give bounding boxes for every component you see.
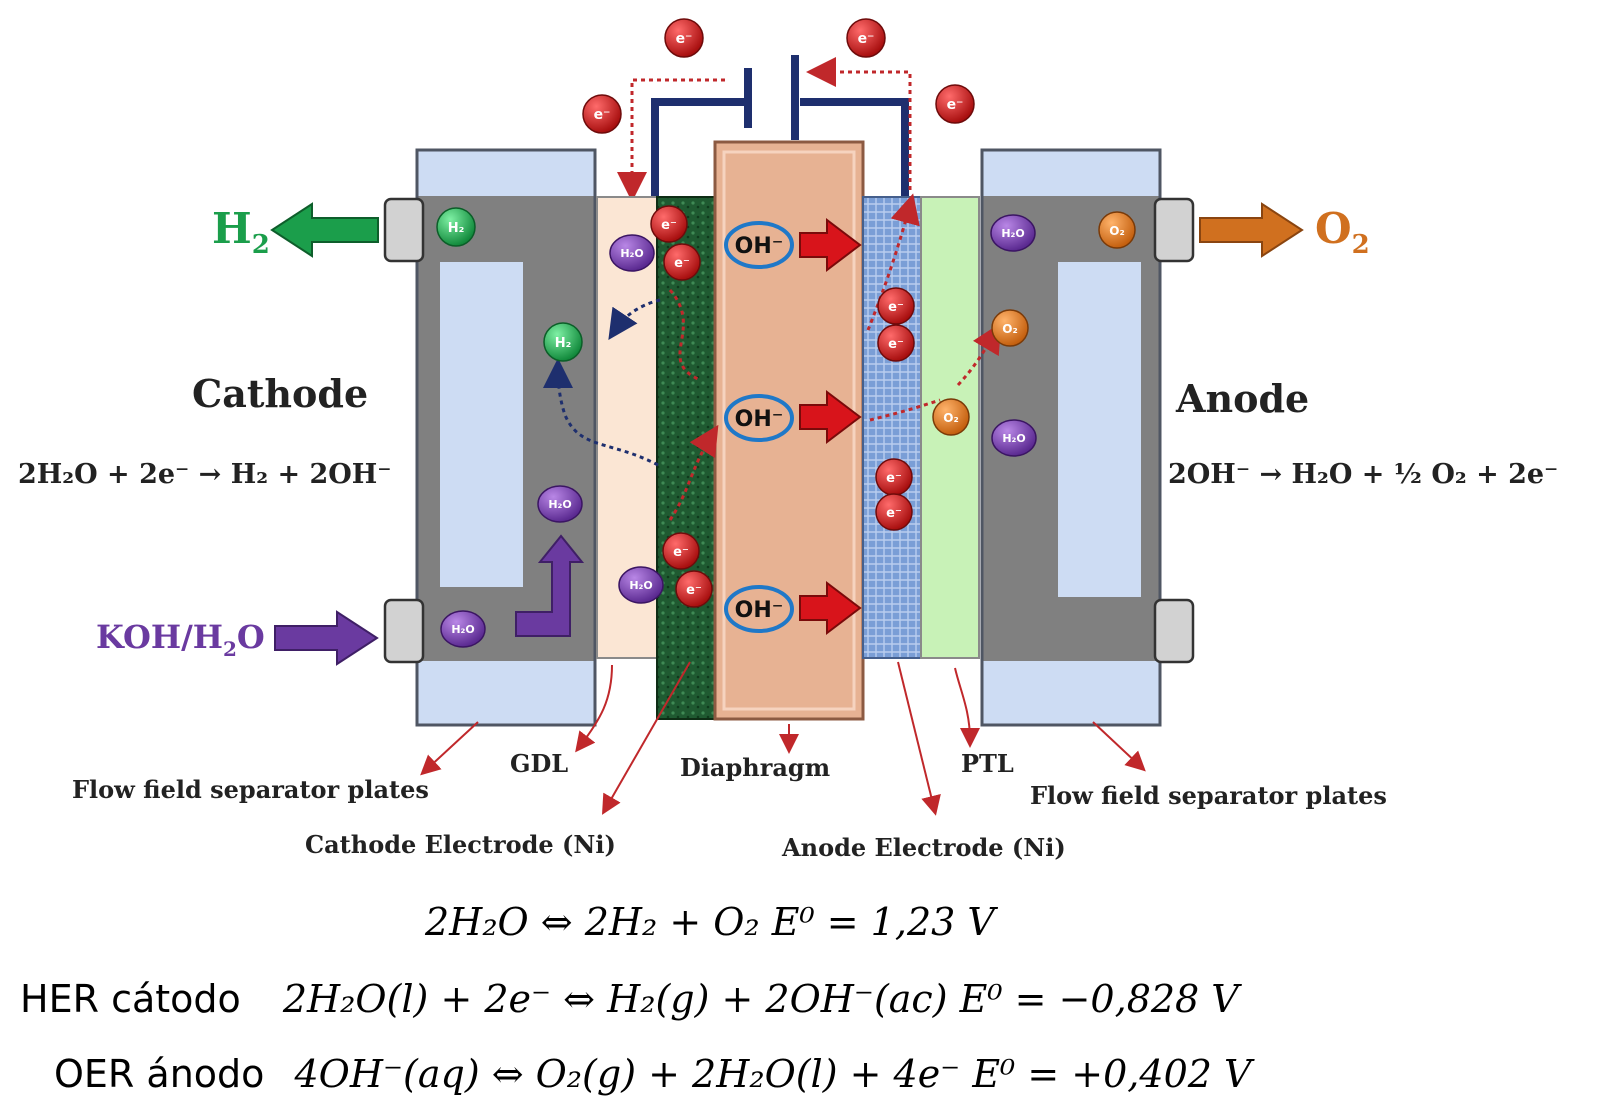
power-circuit	[651, 55, 909, 200]
hydrogen-molecule: H₂	[436, 207, 476, 247]
o2-outlet-arrow	[1199, 202, 1304, 258]
svg-text:OH⁻: OH⁻	[735, 234, 784, 259]
electron-particle: e⁻	[875, 458, 913, 496]
svg-text:e⁻: e⁻	[888, 337, 904, 352]
electron-particle: e⁻	[675, 570, 713, 608]
svg-text:H₂O: H₂O	[1001, 227, 1024, 240]
electron-particle: e⁻	[663, 243, 701, 281]
hydroxide-transport-arrows	[799, 217, 862, 636]
flow-plates-left-label: Flow field separator plates	[72, 775, 429, 804]
hydroxide-ion: OH⁻	[724, 394, 794, 442]
svg-text:H₂O: H₂O	[1002, 432, 1025, 445]
oer-tag: OER ánodo	[54, 1052, 265, 1096]
svg-text:e⁻: e⁻	[676, 31, 693, 47]
electron-particle: e⁻	[875, 493, 913, 531]
water-molecule: H₂O	[537, 485, 583, 523]
water-molecule: H₂O	[990, 214, 1036, 252]
leader-lines	[420, 661, 1146, 816]
svg-text:O₂: O₂	[1002, 322, 1017, 336]
svg-text:O₂: O₂	[1109, 224, 1124, 238]
svg-text:e⁻: e⁻	[886, 471, 902, 486]
cathode-electrode-label: Cathode Electrode (Ni)	[305, 830, 616, 859]
overall-equation: 2H₂O ⇔ 2H₂ + O₂ E⁰ = 1,23 V	[425, 900, 995, 944]
koh-inlet-arrow	[274, 610, 379, 666]
oxygen-molecules: O₂ O₂ O₂	[932, 211, 1136, 436]
electron-particle: e⁻	[664, 18, 704, 58]
oxygen-molecule: O₂	[1098, 211, 1136, 249]
svg-text:H₂: H₂	[555, 336, 572, 351]
anode-label: Anode	[1175, 376, 1309, 421]
svg-text:H₂: H₂	[448, 221, 465, 236]
water-molecule: H₂O	[440, 610, 486, 648]
oer-equation: OER ánodo 4OH⁻(aq) ⇔ O₂(g) + 2H₂O(l) + 4…	[54, 1052, 1252, 1096]
hydroxide-ion: OH⁻	[724, 221, 794, 269]
her-equation: HER cátodo 2H₂O(l) + 2e⁻ ⇔ H₂(g) + 2OH⁻(…	[20, 977, 1239, 1021]
diaphragm-label: Diaphragm	[680, 753, 830, 782]
cathode-label: Cathode	[192, 371, 368, 416]
anode-electrode-label: Anode Electrode (Ni)	[781, 833, 1066, 862]
water-molecules: H₂O H₂O H₂O H₂O H₂O H₂O	[440, 214, 1037, 648]
internal-paths	[543, 193, 1002, 521]
electron-particle: e⁻	[662, 532, 700, 570]
electron-particle: e⁻	[846, 18, 886, 58]
svg-text:OH⁻: OH⁻	[735, 598, 784, 623]
her-tag: HER cátodo	[20, 977, 241, 1021]
electrolyzer-diagram: e⁻ e⁻ e⁻ e⁻ e⁻ e⁻ e⁻ e⁻ e⁻ e⁻ e⁻ e⁻ OH⁻ …	[18, 18, 1558, 862]
svg-text:e⁻: e⁻	[686, 583, 702, 598]
flow-plates-right-label: Flow field separator plates	[1030, 781, 1387, 810]
electron-particle: e⁻	[650, 205, 688, 243]
h2-outlet-label: H2	[212, 204, 270, 260]
svg-text:H₂O: H₂O	[629, 579, 652, 592]
h2-outlet-arrow	[270, 202, 379, 258]
hydroxide-ions: OH⁻ OH⁻ OH⁻	[724, 221, 794, 633]
ports	[383, 197, 1195, 664]
electron-particle: e⁻	[877, 287, 915, 325]
cathode-reaction: 2H₂O + 2e⁻ → H₂ + 2OH⁻	[18, 459, 392, 490]
hydroxide-ion: OH⁻	[724, 585, 794, 633]
hydrogen-molecules: H₂ H₂	[436, 207, 583, 362]
oxygen-molecule: O₂	[932, 398, 970, 436]
svg-text:e⁻: e⁻	[673, 545, 689, 560]
water-flow-arrow	[515, 534, 585, 637]
oxygen-molecule: O₂	[991, 309, 1029, 347]
water-molecule: H₂O	[609, 234, 655, 272]
electron-path-right	[806, 57, 912, 190]
o2-outlet-label: O2	[1315, 204, 1370, 260]
electron-particle: e⁻	[935, 84, 975, 124]
anode-reaction: 2OH⁻ → H₂O + ½ O₂ + 2e⁻	[1168, 459, 1558, 490]
svg-text:e⁻: e⁻	[674, 256, 690, 271]
svg-text:e⁻: e⁻	[594, 107, 611, 123]
water-molecule: H₂O	[618, 566, 664, 604]
water-molecule: H₂O	[991, 419, 1037, 457]
electrons: e⁻ e⁻ e⁻ e⁻ e⁻ e⁻ e⁻ e⁻ e⁻ e⁻ e⁻ e⁻	[582, 18, 975, 608]
svg-text:e⁻: e⁻	[947, 97, 964, 113]
svg-text:O₂: O₂	[943, 411, 958, 425]
electron-particle: e⁻	[877, 324, 915, 362]
gdl-label: GDL	[510, 749, 568, 778]
electron-particle: e⁻	[582, 94, 622, 134]
anode-electrode-layer	[862, 196, 922, 659]
svg-text:H₂O: H₂O	[620, 247, 643, 260]
ptl-label: PTL	[961, 749, 1014, 778]
koh-inlet-label: KOH/H2O	[96, 618, 265, 661]
svg-text:H₂O: H₂O	[548, 498, 571, 511]
svg-text:e⁻: e⁻	[661, 218, 677, 233]
svg-text:e⁻: e⁻	[886, 506, 902, 521]
svg-text:e⁻: e⁻	[888, 300, 904, 315]
electron-path-left	[617, 78, 725, 202]
svg-text:H₂O: H₂O	[451, 623, 474, 636]
svg-text:e⁻: e⁻	[858, 31, 875, 47]
svg-text:OH⁻: OH⁻	[735, 407, 784, 432]
hydrogen-molecule: H₂	[543, 322, 583, 362]
